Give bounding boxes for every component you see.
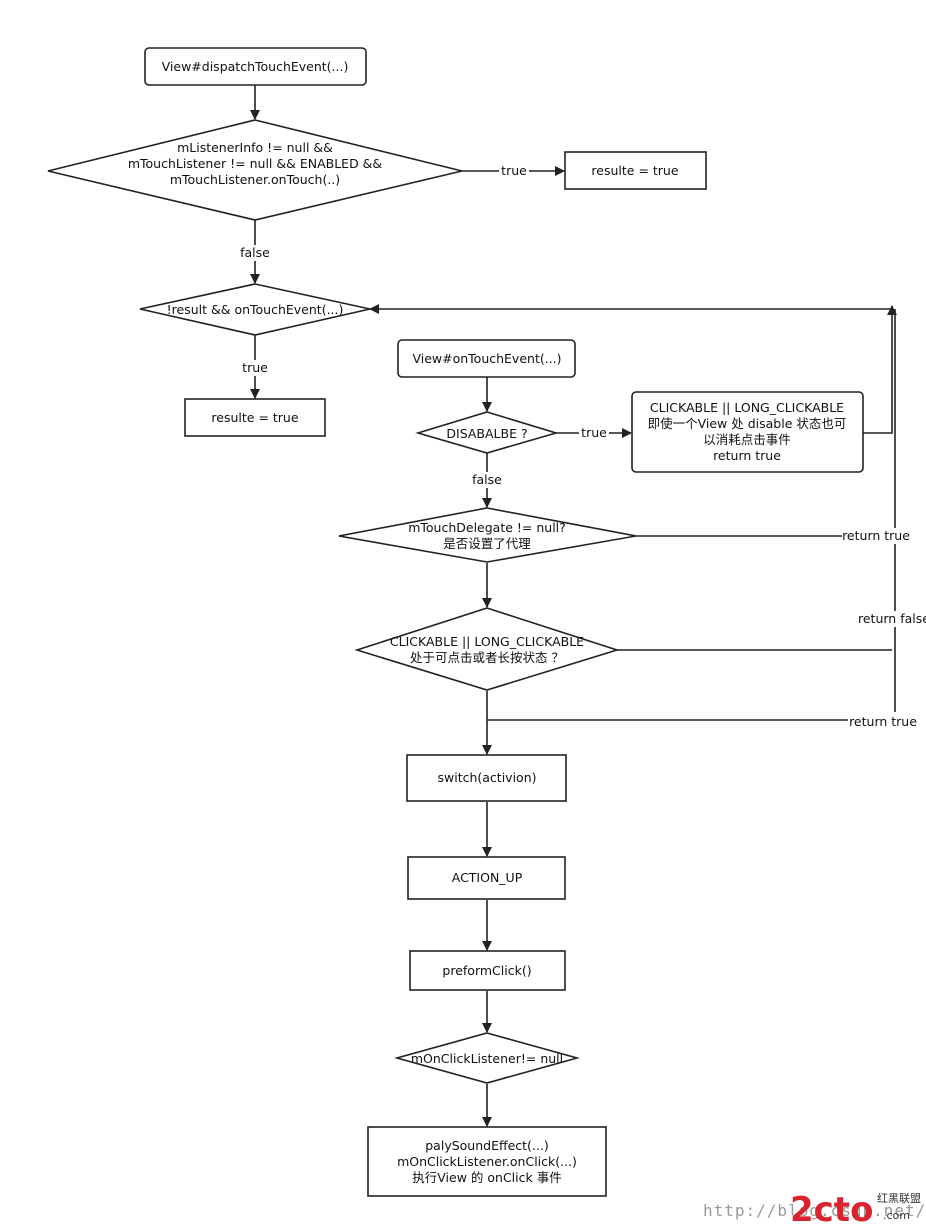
node-touch-delegate: mTouchDelegate != null?是否设置了代理 (338, 507, 637, 563)
node-perform-click: preformClick() (409, 950, 566, 991)
svg-text:resulte = true: resulte = true (591, 163, 678, 178)
label-listener-true: true (501, 163, 527, 178)
node-switch-action: switch(activion) (406, 754, 567, 802)
node-label-line: ACTION_UP (452, 870, 523, 885)
svg-text:!result && onTouchEvent(...): !result && onTouchEvent(...) (167, 302, 344, 317)
label-delegate-return: return true (842, 528, 910, 543)
svg-text:View#dispatchTouchEvent(...): View#dispatchTouchEvent(...) (162, 59, 349, 74)
svg-text:mOnClickListener!= null: mOnClickListener!= null (411, 1051, 563, 1066)
node-label-line: mTouchListener.onTouch(..) (170, 172, 340, 187)
svg-text:View#onTouchEvent(...): View#onTouchEvent(...) (412, 351, 561, 366)
node-result-true-1: resulte = true (564, 151, 707, 190)
node-label-line: preformClick() (442, 963, 531, 978)
node-label-line: 处于可点击或者长按状态 ？ (410, 650, 564, 665)
watermark-url: http://blog.csdn.net/ (703, 1201, 926, 1220)
node-label-line: 执行View 的 onClick 事件 (412, 1170, 561, 1185)
label-switch-return: return true (849, 714, 917, 729)
svg-text:palySoundEffect(...)mOnClickLi: palySoundEffect(...)mOnClickListener.onC… (397, 1138, 577, 1185)
label-clickable-return: return false (858, 611, 926, 626)
svg-text:mTouchDelegate != null?是否设置了代理: mTouchDelegate != null?是否设置了代理 (408, 520, 566, 551)
label-disabled-true: true (581, 425, 607, 440)
node-label-line: !result && onTouchEvent(...) (167, 302, 344, 317)
label-disabled-false: false (472, 472, 502, 487)
node-label-line: resulte = true (591, 163, 678, 178)
node-label-line: 即使一个View 处 disable 状态也可 (648, 416, 847, 431)
node-label-line: 以消耗点击事件 (703, 432, 791, 447)
node-label-line: View#onTouchEvent(...) (412, 351, 561, 366)
node-label-line: palySoundEffect(...) (425, 1138, 548, 1153)
node-action-up: ACTION_UP (407, 856, 566, 900)
label-listener-false: false (240, 245, 270, 260)
svg-text:resulte = true: resulte = true (211, 410, 298, 425)
node-label-line: resulte = true (211, 410, 298, 425)
node-label-line: 是否设置了代理 (443, 536, 531, 551)
node-listener-check: mListenerInfo != null &&mTouchListener !… (47, 119, 463, 221)
edge-labels: true false true true false return true r… (238, 163, 926, 729)
node-label-line: return true (713, 448, 781, 463)
svg-text:mListenerInfo != null &&mTouch: mListenerInfo != null &&mTouchListener !… (128, 140, 383, 187)
watermark-logo-sub: .com (883, 1209, 910, 1222)
node-play-sound: palySoundEffect(...)mOnClickListener.onC… (367, 1126, 607, 1197)
node-click-listener-check: mOnClickListener!= null (394, 1032, 580, 1084)
node-disabled-check: DISABALBE ? (415, 411, 559, 454)
svg-text:DISABALBE ?: DISABALBE ? (446, 426, 527, 441)
watermark: http://blog.csdn.net/ 2cto .com 红黑联盟 (703, 1190, 926, 1229)
svg-text:preformClick(): preformClick() (442, 963, 531, 978)
node-label-line: mListenerInfo != null && (177, 140, 333, 155)
node-label-line: mOnClickListener!= null (411, 1051, 563, 1066)
svg-text:switch(activion): switch(activion) (437, 770, 536, 785)
node-label-line: mOnClickListener.onClick(...) (397, 1154, 577, 1169)
edges (250, 85, 897, 1127)
node-result-check: !result && onTouchEvent(...) (139, 283, 371, 336)
node-label-line: View#dispatchTouchEvent(...) (162, 59, 349, 74)
node-label-line: switch(activion) (437, 770, 536, 785)
node-dispatch-touch-event: View#dispatchTouchEvent(...) (144, 47, 367, 86)
node-result-true-2: resulte = true (184, 398, 326, 437)
node-label-line: CLICKABLE || LONG_CLICKABLE (390, 634, 584, 649)
node-label-line: DISABALBE ? (446, 426, 527, 441)
watermark-logo-caption: 红黑联盟 (877, 1192, 921, 1205)
node-label-line: CLICKABLE || LONG_CLICKABLE (650, 400, 844, 415)
node-label-line: mTouchListener != null && ENABLED && (128, 156, 383, 171)
svg-text:ACTION_UP: ACTION_UP (452, 870, 523, 885)
label-result-true: true (242, 360, 268, 375)
node-on-touch-event: View#onTouchEvent(...) (397, 339, 576, 378)
node-label-line: mTouchDelegate != null? (408, 520, 566, 535)
edge-disabled-clickable-return (863, 309, 893, 434)
watermark-logo: 2cto (790, 1190, 873, 1229)
